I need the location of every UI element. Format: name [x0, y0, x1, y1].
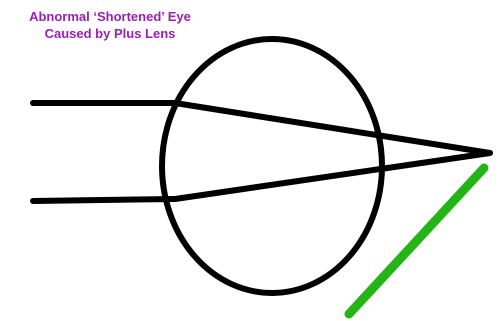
refracted-ray-top: [175, 103, 490, 153]
refracted-ray-bottom: [175, 153, 490, 199]
retina-line: [349, 168, 484, 314]
incoming-ray-bottom: [33, 199, 175, 201]
eyeball-outline: [162, 39, 382, 293]
